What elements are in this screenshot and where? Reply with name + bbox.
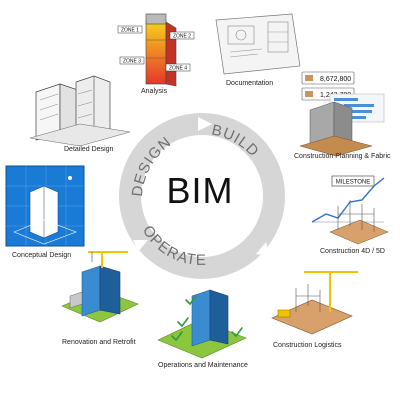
stage-label-operations: Operations and Maintenance (158, 362, 248, 369)
stage-label-analysis: Analysis (141, 88, 168, 95)
conceptual-design-illustration (5, 165, 85, 247)
ring-arrow-right (256, 242, 270, 256)
stage-label-renovation: Renovation and Retrofit (62, 339, 136, 346)
milestone-tag: MILESTONE (336, 180, 371, 186)
stage-label-construction-planning: Construction Planning & Fabric (294, 153, 391, 160)
renovation-illustration (61, 251, 139, 323)
documentation-illustration (215, 13, 301, 75)
stage-label-construction-logistics: Construction Logistics (273, 342, 342, 349)
stage-label-construction-4d: Construction 4D / 5D (320, 248, 385, 255)
zone-1-label: ZONE 1 (121, 28, 139, 34)
bim-title: BIM (166, 170, 234, 211)
stage-label-conceptual-design: Conceptual Design (12, 252, 72, 259)
stage-label-detailed-design: Detailed Design (64, 146, 114, 153)
planning-value-1: 8,672,800 (320, 76, 351, 83)
construction-4d-illustration: MILESTONE (311, 175, 389, 245)
ring-center (144, 138, 260, 254)
zone-2-label: ZONE 2 (173, 34, 191, 40)
analysis-illustration: ZONE 1 ZONE 2 ZONE 3 ZONE 4 (117, 13, 195, 87)
ring-arrow-top (198, 117, 212, 131)
stage-label-documentation: Documentation (226, 80, 274, 87)
zone-3-label: ZONE 3 (123, 59, 141, 65)
detailed-design-illustration (29, 75, 131, 147)
zone-4-label: ZONE 4 (169, 66, 187, 72)
operations-illustration (157, 289, 247, 359)
construction-planning-illustration: 8,672,800 1,243,780 (299, 71, 385, 157)
logistics-illustration (271, 271, 358, 335)
ring-arrow-left (133, 240, 148, 252)
